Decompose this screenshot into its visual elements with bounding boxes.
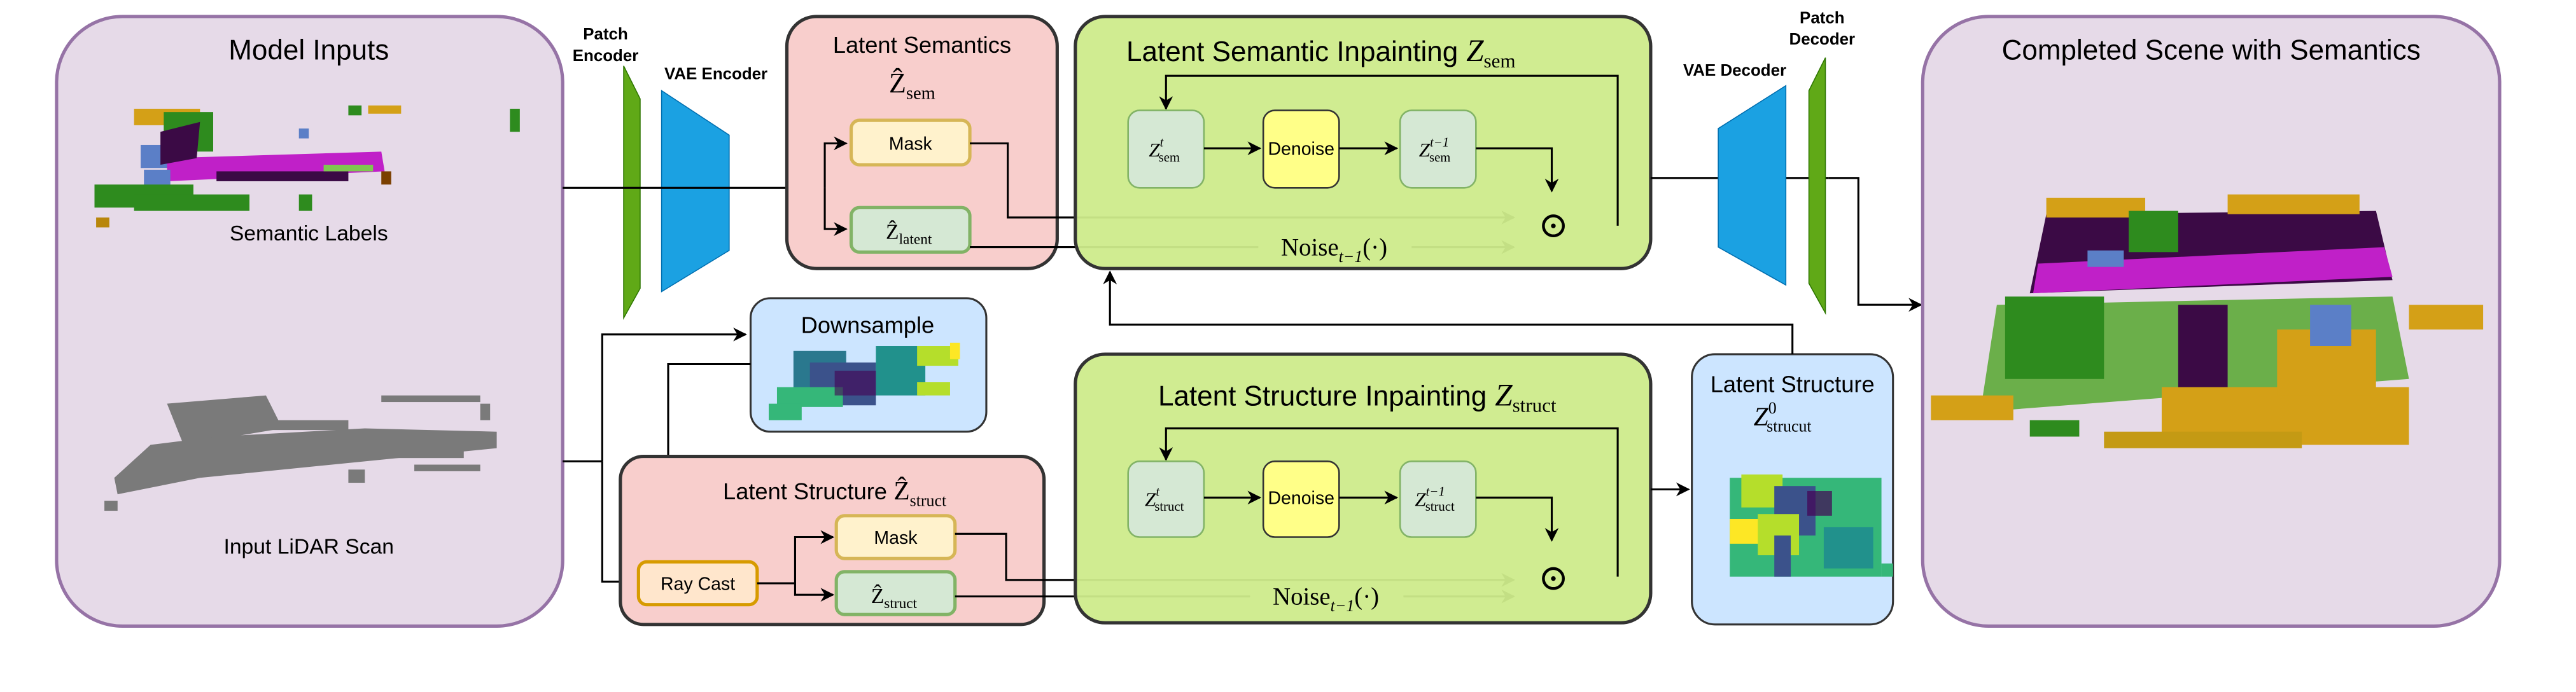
vae-encoder-shape [661, 90, 730, 293]
hadamard-icon-sem: ⊙ [1538, 205, 1569, 246]
patch-encoder-label-line2: Encoder [573, 47, 639, 65]
patch-decoder-label-line2: Decoder [1789, 31, 1856, 48]
patch-encoder-label-line1: Patch [583, 25, 628, 43]
completed-scene-title: Completed Scene with Semantics [2002, 34, 2421, 66]
zt1-to-hadamard-arrow-struct [1476, 496, 1559, 542]
patch-decoder-label-line1: Patch [1800, 9, 1845, 27]
vae-encoder-label: VAE Encoder [664, 65, 767, 83]
model-inputs-panel: Model Inputs Semantic Labels [55, 15, 564, 628]
zt1-struct-box [1399, 460, 1477, 538]
z-latent-label: Ẑlatent [886, 221, 932, 248]
latent-structure-voxel-image [1730, 474, 1893, 577]
downsample-voxel-image [769, 342, 960, 420]
mask-label-struct: Mask [874, 528, 918, 548]
vae-decoder-label: VAE Decoder [1683, 62, 1786, 80]
patch-decoder-shape [1808, 57, 1826, 315]
patch-encoder-shape [623, 66, 641, 320]
denoise-box-struct [1262, 460, 1340, 538]
to-mask-arrow [823, 136, 848, 188]
semantic-labels-pointcloud [94, 105, 520, 228]
latent-semantics-symbol: Ẑsem [889, 67, 935, 103]
z-struct-box [834, 570, 957, 616]
zt1-to-hadamard-arrow-sem [1476, 147, 1559, 193]
mask-box-struct [834, 514, 957, 560]
latent-semantics-panel: Latent Semantics Ẑsem Mask Ẑlatent [785, 15, 1059, 270]
semantic-labels-caption: Semantic Labels [230, 222, 388, 246]
raycast-to-mask-arrow [794, 530, 835, 584]
completed-scene-voxel-image [1931, 194, 2484, 448]
z-struct-label: Ẑstruct [871, 585, 918, 612]
hadamard-icon-struct: ⊙ [1538, 558, 1569, 598]
to-latent-arrow [823, 188, 848, 236]
noise-label-sem: Noiset−1(·) [1281, 234, 1387, 266]
structure-to-semantic-feedback-arrow [1103, 270, 1794, 354]
raycast-to-zstruct-arrow [794, 583, 835, 602]
completed-scene-panel: Completed Scene with Semantics [1921, 15, 2502, 628]
vae-decoder-shape [1718, 85, 1787, 286]
zt-struct-box [1127, 460, 1205, 538]
latent-semantics-title: Latent Semantics [833, 32, 1011, 58]
denoise-label-struct: Denoise [1268, 488, 1334, 509]
lidar-scan-caption: Input LiDAR Scan [223, 535, 394, 558]
loop-back-arrow-sem [1159, 74, 1619, 226]
downsample-title: Downsample [801, 312, 935, 338]
downsample-panel: Downsample [749, 297, 988, 433]
z-latent-box [849, 205, 972, 254]
noise-label-struct: Noiset−1(·) [1273, 583, 1379, 615]
to-downsample-arrow [601, 327, 747, 462]
to-completed-scene-arrow [1828, 177, 1922, 312]
raycast-label: Ray Cast [661, 574, 735, 594]
latent-structure-out-title: Latent Structure [1711, 371, 1875, 398]
denoise-label-sem: Denoise [1268, 139, 1334, 160]
zt-sem-box [1127, 109, 1205, 189]
loop-back-arrow-struct [1159, 427, 1619, 577]
model-inputs-title: Model Inputs [228, 34, 389, 66]
lidar-scan-pointcloud [104, 395, 497, 511]
mask-label-sem: Mask [889, 134, 933, 155]
